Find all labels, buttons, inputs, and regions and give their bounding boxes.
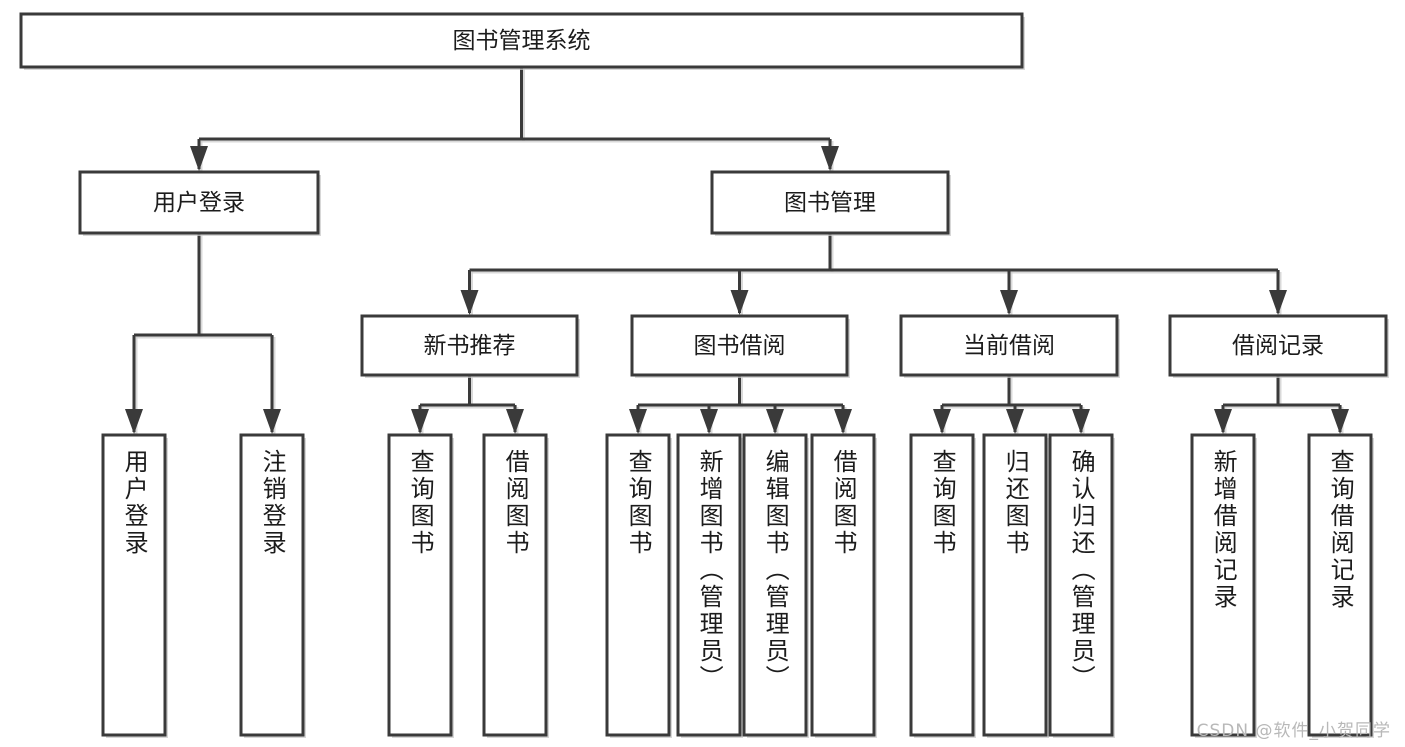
node-box-leaf-confirm-return[interactable] bbox=[1048, 433, 1114, 737]
arrow-head-icon bbox=[506, 409, 524, 434]
arrow-head-icon bbox=[460, 290, 479, 315]
node-label-undefined: 图书管理系统 bbox=[453, 28, 591, 54]
arrow-head-icon bbox=[933, 409, 951, 434]
node-box-user-login[interactable] bbox=[78, 170, 320, 235]
node-box-leaf-borrow-book[interactable] bbox=[810, 433, 876, 737]
arrow-head-icon bbox=[1006, 409, 1024, 434]
node-box-leaf-return-book[interactable] bbox=[982, 433, 1048, 737]
node-label-new-book-recommend: 新书推荐 bbox=[424, 333, 516, 359]
arrow-head-icon bbox=[821, 146, 839, 171]
node-box-borrow-record[interactable] bbox=[1168, 314, 1388, 377]
node-label-book-borrow: 图书借阅 bbox=[694, 333, 786, 359]
arrow-head-icon bbox=[766, 409, 784, 434]
node-box-leaf-query-record[interactable] bbox=[1307, 433, 1373, 737]
box-layer bbox=[19, 12, 1389, 738]
node-box-current-borrow[interactable] bbox=[899, 314, 1119, 377]
arrow-head-icon bbox=[730, 290, 749, 315]
node-box-book-borrow[interactable] bbox=[630, 314, 849, 377]
node-label-current-borrow: 当前借阅 bbox=[963, 333, 1055, 359]
node-box-new-book-recommend[interactable] bbox=[360, 314, 579, 377]
arrow-head-icon bbox=[834, 409, 852, 434]
node-box-leaf-borrow-book-rec[interactable] bbox=[482, 433, 548, 737]
node-label-user-login: 用户登录 bbox=[153, 190, 245, 216]
node-box-undefined[interactable] bbox=[19, 12, 1024, 69]
arrow-head-icon bbox=[125, 409, 143, 434]
connector-layer bbox=[125, 67, 1349, 434]
arrow-head-icon bbox=[1000, 290, 1018, 315]
node-box-leaf-query-book-rec[interactable] bbox=[387, 433, 453, 737]
node-box-book-manage[interactable] bbox=[710, 170, 950, 235]
node-box-leaf-edit-book[interactable] bbox=[742, 433, 808, 737]
arrow-head-icon bbox=[411, 409, 429, 434]
arrow-head-icon bbox=[190, 146, 208, 171]
arrow-head-icon bbox=[629, 409, 647, 434]
arrow-head-icon bbox=[1214, 409, 1232, 434]
node-label-book-manage: 图书管理 bbox=[784, 190, 876, 216]
node-label-borrow-record: 借阅记录 bbox=[1232, 333, 1324, 359]
arrow-head-icon bbox=[700, 409, 718, 434]
node-box-leaf-user-login[interactable] bbox=[101, 433, 167, 737]
node-box-leaf-query-book-borrow[interactable] bbox=[605, 433, 671, 737]
node-box-leaf-add-record[interactable] bbox=[1190, 433, 1256, 737]
arrow-head-icon bbox=[1331, 409, 1349, 434]
node-box-leaf-add-book[interactable] bbox=[676, 433, 742, 737]
arrow-head-icon bbox=[263, 409, 281, 434]
arrow-head-icon bbox=[1269, 290, 1287, 315]
node-box-leaf-query-book-cur[interactable] bbox=[909, 433, 975, 737]
arrow-head-icon bbox=[1072, 409, 1090, 434]
node-box-leaf-logout[interactable] bbox=[239, 433, 305, 737]
